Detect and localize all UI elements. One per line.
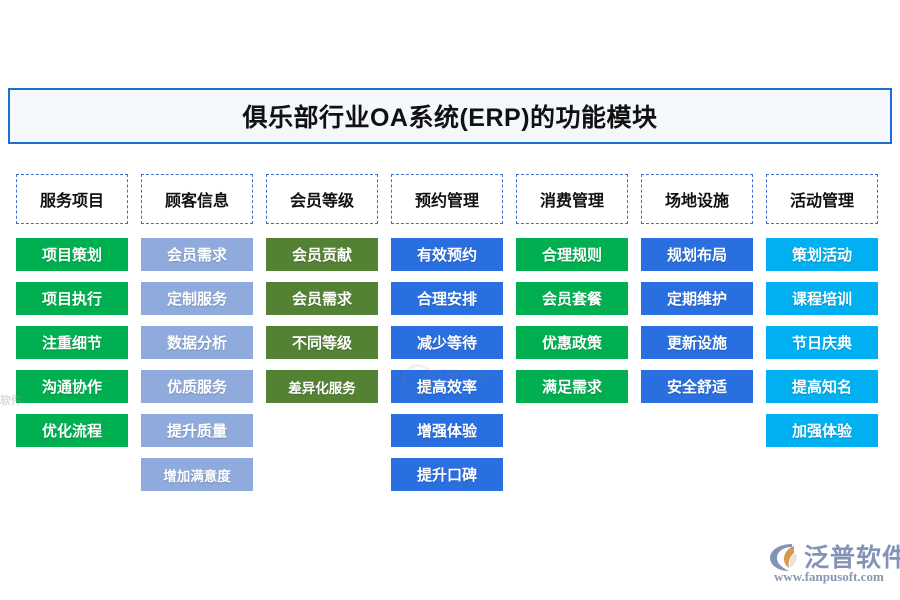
module-tile-label: 数据分析: [166, 335, 227, 352]
module-tile[interactable]: 节日庆典: [766, 326, 878, 359]
logo-url-text: www.fanpusoft.com: [774, 569, 884, 584]
module-tile[interactable]: 合理安排: [391, 282, 503, 315]
module-tile[interactable]: 增强体验: [391, 414, 503, 447]
module-tile-label: 会员需求: [291, 291, 352, 308]
module-tile-label: 优惠政策: [541, 335, 602, 352]
module-tile-label: 减少等待: [416, 335, 477, 352]
module-tile-label: 差异化服务: [288, 380, 356, 396]
module-tile[interactable]: 沟通协作: [16, 370, 128, 403]
module-tile-label: 优化流程: [41, 423, 102, 440]
module-tile-label: 提升质量: [166, 423, 227, 440]
logo-brand-text: 泛普软件: [804, 544, 900, 572]
module-column-header-label: 会员等级: [289, 193, 354, 210]
module-tile-label: 安全舒适: [666, 379, 727, 396]
module-tile-label: 项目执行: [41, 291, 102, 308]
module-column-header[interactable]: 活动管理: [766, 174, 878, 224]
module-column: 消费管理合理规则会员套餐优惠政策满足需求: [516, 174, 628, 502]
module-tile-label: 节日庆典: [791, 335, 852, 352]
module-tile-label: 定期维护: [666, 291, 727, 308]
module-tile-label: 提高知名: [791, 379, 852, 396]
page-title: 俱乐部行业OA系统(ERP)的功能模块: [242, 104, 658, 132]
module-column-header[interactable]: 服务项目: [16, 174, 128, 224]
module-tile[interactable]: 有效预约: [391, 238, 503, 271]
module-tile[interactable]: 差异化服务: [266, 370, 378, 403]
module-tile-label: 优质服务: [166, 379, 227, 396]
module-column: 会员等级会员贡献会员需求不同等级差异化服务: [266, 174, 378, 502]
module-tile-label: 增加满意度: [163, 468, 231, 484]
module-column: 场地设施规划布局定期维护更新设施安全舒适: [641, 174, 753, 502]
module-tile-label: 加强体验: [791, 423, 852, 440]
module-tile[interactable]: 提升质量: [141, 414, 253, 447]
module-tile-label: 不同等级: [291, 335, 352, 352]
module-tile[interactable]: 会员贡献: [266, 238, 378, 271]
module-tile[interactable]: 合理规则: [516, 238, 628, 271]
module-column-header-label: 场地设施: [664, 193, 729, 210]
module-columns: 服务项目项目策划项目执行注重细节沟通协作优化流程顾客信息会员需求定制服务数据分析…: [16, 174, 884, 502]
brand-logo: 泛普软件 www.fanpusoft.com: [768, 538, 900, 590]
module-tile-label: 会员需求: [166, 247, 227, 264]
module-column: 预约管理有效预约合理安排减少等待提高效率增强体验提升口碑: [391, 174, 503, 502]
module-tile-label: 增强体验: [416, 423, 477, 440]
module-tile-label: 合理安排: [416, 291, 477, 308]
module-tile[interactable]: 满足需求: [516, 370, 628, 403]
module-tile[interactable]: 会员需求: [266, 282, 378, 315]
module-tile[interactable]: 项目执行: [16, 282, 128, 315]
module-column-header[interactable]: 顾客信息: [141, 174, 253, 224]
module-tile-label: 策划活动: [791, 247, 852, 264]
module-tile[interactable]: 减少等待: [391, 326, 503, 359]
module-tile[interactable]: 增加满意度: [141, 458, 253, 491]
module-column-header[interactable]: 预约管理: [391, 174, 503, 224]
module-tile[interactable]: 注重细节: [16, 326, 128, 359]
module-tile[interactable]: 数据分析: [141, 326, 253, 359]
module-tile-label: 提升口碑: [416, 467, 477, 484]
module-column-header-label: 活动管理: [789, 193, 854, 210]
module-tile-label: 规划布局: [666, 247, 727, 264]
module-tile-label: 满足需求: [541, 379, 602, 396]
module-tile[interactable]: 提高效率: [391, 370, 503, 403]
module-column-header[interactable]: 场地设施: [641, 174, 753, 224]
module-tile[interactable]: 安全舒适: [641, 370, 753, 403]
module-tile[interactable]: 策划活动: [766, 238, 878, 271]
module-column: 顾客信息会员需求定制服务数据分析优质服务提升质量增加满意度: [141, 174, 253, 502]
module-tile-label: 提高效率: [416, 379, 477, 396]
module-tile[interactable]: 规划布局: [641, 238, 753, 271]
module-column-header-label: 顾客信息: [164, 193, 229, 210]
module-tile[interactable]: 提高知名: [766, 370, 878, 403]
module-tile-label: 注重细节: [41, 335, 102, 352]
module-tile[interactable]: 优质服务: [141, 370, 253, 403]
module-tile[interactable]: 优化流程: [16, 414, 128, 447]
module-tile-label: 定制服务: [166, 291, 227, 308]
fanpu-logo-icon: [770, 544, 797, 571]
module-tile[interactable]: 会员套餐: [516, 282, 628, 315]
module-tile[interactable]: 提升口碑: [391, 458, 503, 491]
module-tile-label: 更新设施: [666, 335, 727, 352]
module-tile-label: 沟通协作: [41, 379, 102, 396]
module-tile[interactable]: 课程培训: [766, 282, 878, 315]
module-column: 活动管理策划活动课程培训节日庆典提高知名加强体验: [766, 174, 878, 502]
module-column-header[interactable]: 消费管理: [516, 174, 628, 224]
module-tile[interactable]: 定制服务: [141, 282, 253, 315]
module-tile-label: 会员贡献: [291, 247, 352, 264]
module-tile[interactable]: 优惠政策: [516, 326, 628, 359]
module-tile-label: 课程培训: [791, 291, 852, 308]
module-column-header[interactable]: 会员等级: [266, 174, 378, 224]
module-tile[interactable]: 项目策划: [16, 238, 128, 271]
module-tile[interactable]: 更新设施: [641, 326, 753, 359]
module-tile[interactable]: 会员需求: [141, 238, 253, 271]
module-tile-label: 会员套餐: [541, 291, 602, 308]
module-column-header-label: 服务项目: [39, 193, 104, 210]
module-column: 服务项目项目策划项目执行注重细节沟通协作优化流程: [16, 174, 128, 502]
module-tile[interactable]: 定期维护: [641, 282, 753, 315]
page-title-banner: 俱乐部行业OA系统(ERP)的功能模块: [8, 88, 892, 144]
module-tile[interactable]: 不同等级: [266, 326, 378, 359]
module-tile[interactable]: 加强体验: [766, 414, 878, 447]
module-column-header-label: 消费管理: [539, 193, 604, 210]
module-tile-label: 项目策划: [41, 247, 102, 264]
module-column-header-label: 预约管理: [414, 193, 479, 210]
module-tile-label: 有效预约: [416, 247, 477, 264]
module-tile-label: 合理规则: [541, 247, 602, 264]
